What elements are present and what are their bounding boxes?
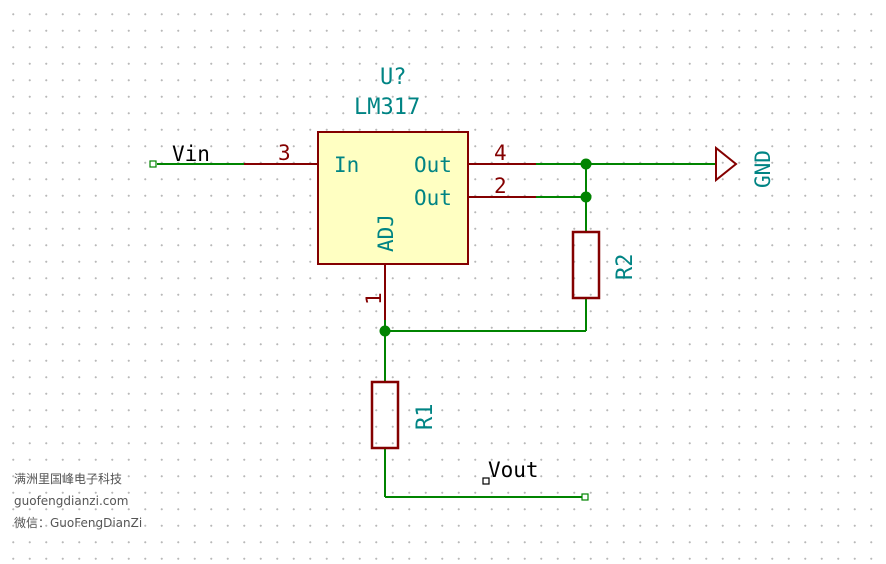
pin-2-name: Out	[414, 186, 452, 210]
lm317-value: LM317	[354, 95, 420, 120]
junction-adj	[379, 325, 391, 337]
watermark-line-3: 微信：GuoFengDianZi	[14, 516, 143, 530]
pin-4-name: Out	[414, 153, 452, 177]
pin-4-number: 4	[494, 141, 507, 165]
r1-body[interactable]	[370, 380, 400, 450]
lm317-body[interactable]	[317, 131, 469, 265]
r2-reference: R2	[613, 254, 638, 281]
pin-3-number: 3	[278, 141, 291, 165]
watermark-line-2: guofengdianzi.com	[14, 494, 129, 508]
pin-3-name: In	[334, 153, 359, 177]
r1-reference: R1	[413, 404, 438, 431]
vin-label: Vin	[172, 142, 210, 166]
pin-1-number: 1	[362, 292, 386, 305]
pin-1-name: ADJ	[374, 214, 398, 252]
vout-terminal-icon[interactable]	[581, 493, 589, 501]
gnd-flag-icon[interactable]	[715, 145, 738, 183]
watermark: 满洲里国峰电子科技 guofengdianzi.com 微信：GuoFengDi…	[14, 468, 142, 534]
pin-2-number: 2	[494, 174, 507, 198]
junction-out-top	[580, 158, 592, 170]
vin-terminal-icon[interactable]	[149, 160, 157, 168]
lm317-reference: U?	[380, 65, 407, 90]
r2-body[interactable]	[571, 230, 601, 300]
watermark-line-1: 满洲里国峰电子科技	[14, 472, 123, 486]
gnd-label: GND	[751, 150, 775, 188]
vout-label: Vout	[488, 458, 539, 482]
junction-out-bottom	[580, 191, 592, 203]
vout-label-anchor-icon	[482, 477, 490, 485]
